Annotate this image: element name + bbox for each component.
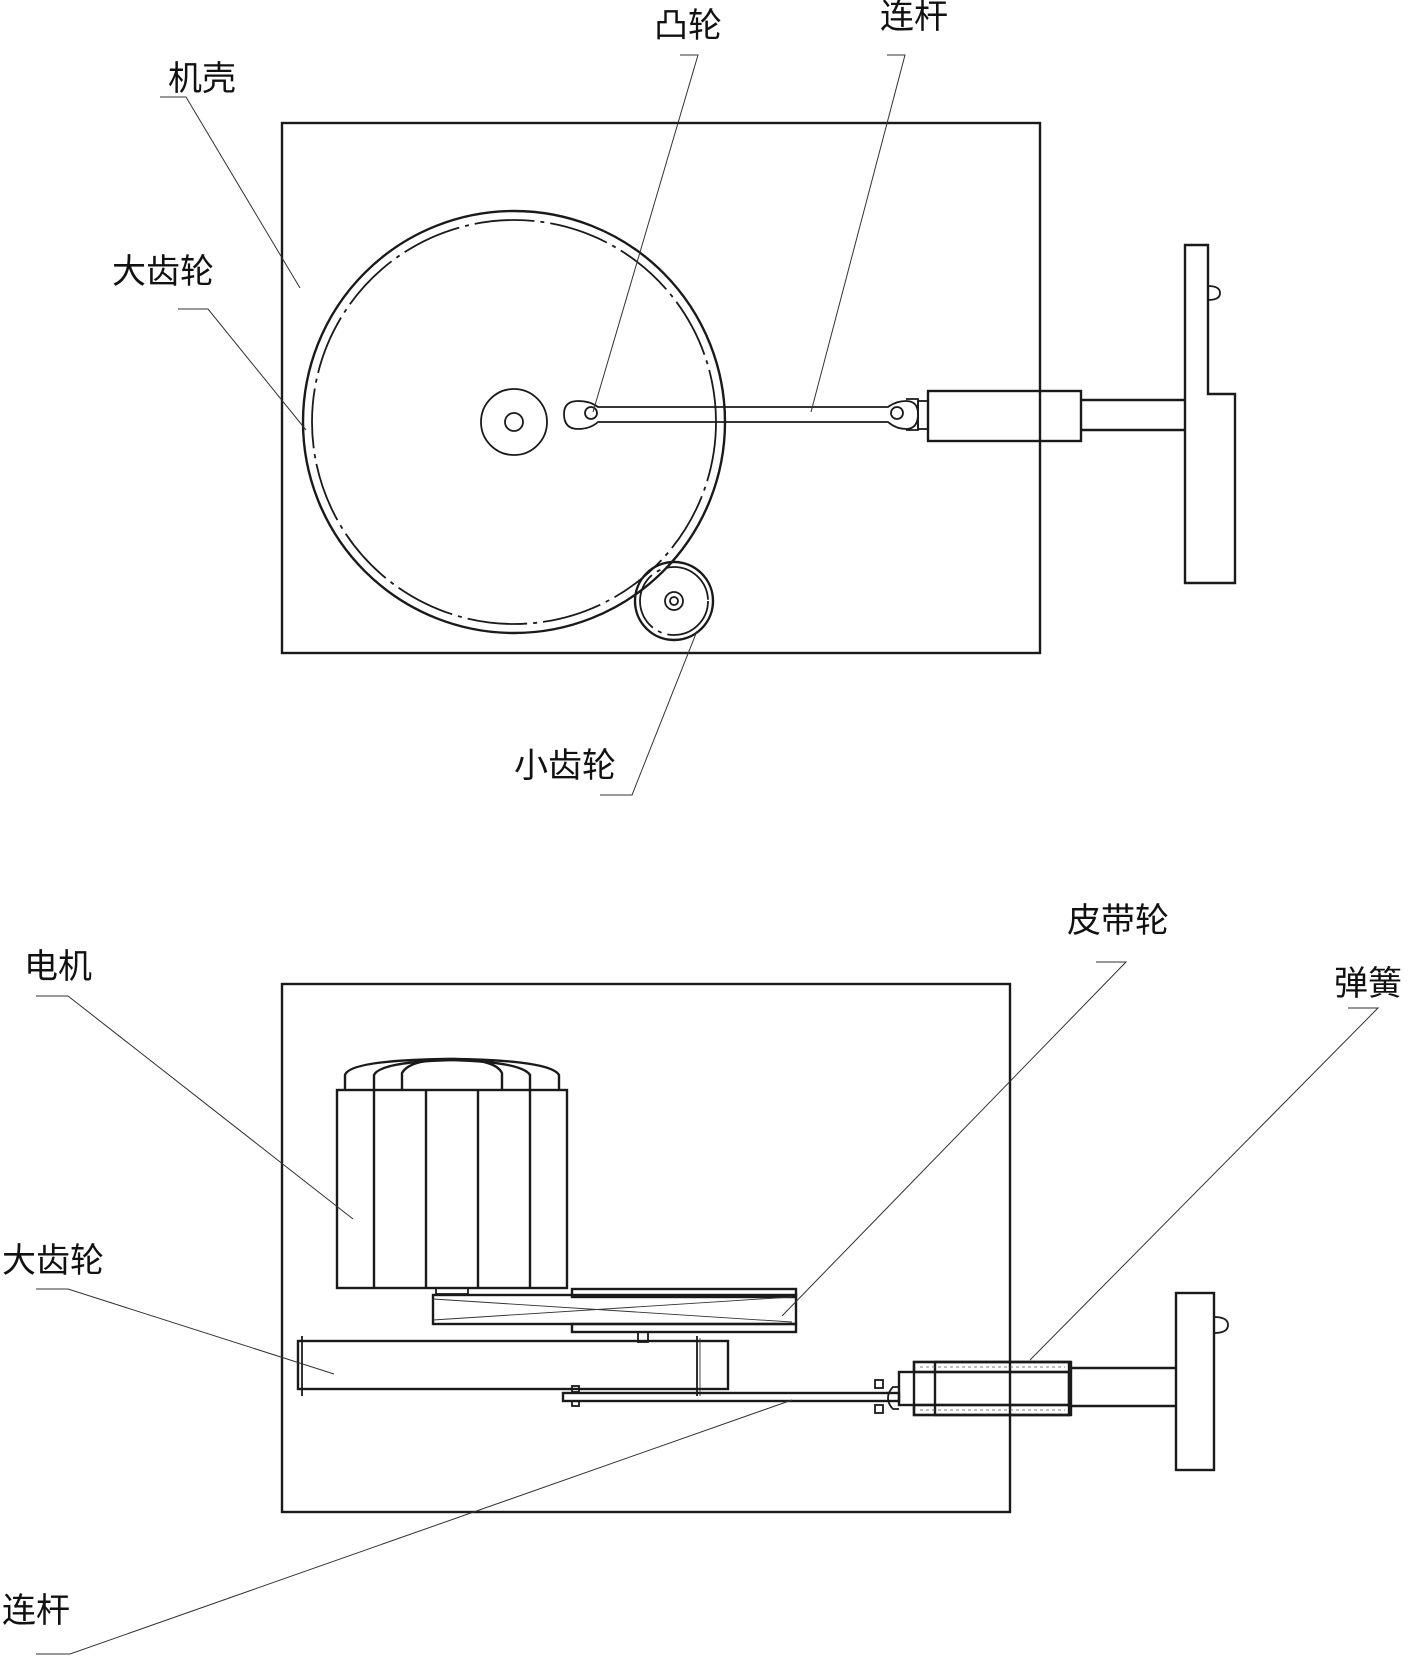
- small-gear-bore: [669, 596, 679, 606]
- cam-pin: [584, 406, 598, 420]
- leader-large-gear: [178, 308, 307, 431]
- small-gear-hub: [664, 591, 684, 611]
- leader-large-gear: [36, 1288, 335, 1375]
- leader-connecting-rod: [810, 54, 906, 413]
- leader-cam: [592, 54, 699, 413]
- striker-knob: [1207, 285, 1221, 301]
- housing-outline: [280, 121, 1042, 655]
- label-housing: 机壳: [168, 59, 236, 99]
- slider-rod: [897, 1370, 1071, 1407]
- connecting-rod: [563, 398, 929, 431]
- label-connecting-rod: 连杆: [2, 1591, 70, 1631]
- leader-belt-pulley: [781, 961, 1128, 1317]
- label-motor: 电机: [24, 947, 92, 987]
- motor: [335, 1057, 569, 1295]
- label-large-gear: 大齿轮: [2, 1241, 104, 1281]
- slider-cylinder: [926, 389, 1083, 443]
- top-view: 机壳 凸轮 连杆 大齿轮 小齿轮: [112, 0, 1237, 796]
- striker-knob: [1213, 1316, 1229, 1334]
- leader-connecting-rod: [36, 1399, 793, 1655]
- leader-housing: [160, 96, 301, 289]
- rod-end-pin: [890, 406, 904, 420]
- label-belt-pulley: 皮带轮: [1067, 901, 1169, 941]
- striker-head: [1183, 243, 1237, 585]
- label-connecting-rod: 连杆: [880, 0, 948, 37]
- small-gear-outer: [633, 560, 715, 642]
- large-gear-side: [296, 1336, 730, 1396]
- label-small-gear: 小齿轮: [514, 746, 616, 786]
- leader-small-gear: [600, 630, 698, 796]
- belt-pulley: [431, 1287, 798, 1334]
- spring-assembly: [897, 1360, 1176, 1417]
- large-gear-bore: [504, 412, 524, 432]
- bottom-view: 电机 皮带轮 弹簧 大齿轮 连杆: [2, 901, 1402, 1655]
- leader-spring: [1029, 1007, 1380, 1361]
- large-gear-hub: [480, 388, 548, 456]
- leader-motor: [36, 995, 354, 1220]
- label-spring: 弹簧: [1334, 964, 1402, 1004]
- striker-head: [1174, 1291, 1216, 1472]
- label-large-gear: 大齿轮: [112, 252, 214, 292]
- connecting-rod-side: [561, 1379, 901, 1414]
- housing-outline: [280, 982, 1012, 1514]
- label-cam: 凸轮: [654, 6, 722, 46]
- small-gear-pitch-circle: [639, 566, 709, 636]
